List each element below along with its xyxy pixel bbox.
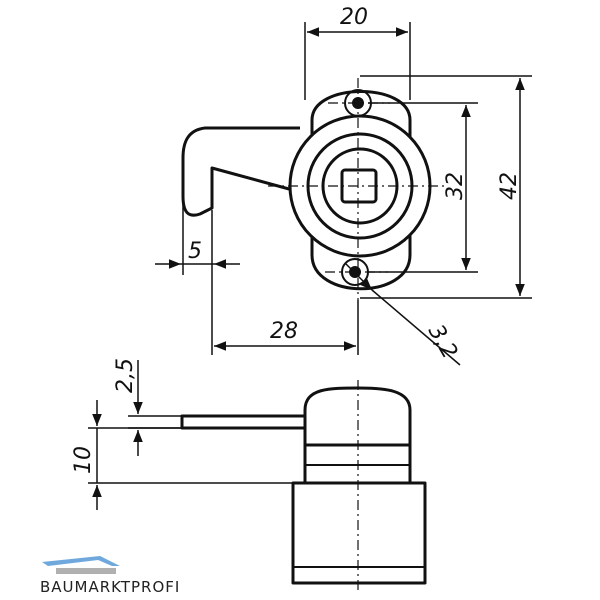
center-lines (268, 78, 445, 300)
dim-height-label: 42 (497, 172, 522, 200)
dim-offset-label: 10 (71, 446, 96, 474)
lock-tongue (181, 126, 301, 217)
logo-bar-icon (56, 568, 116, 574)
dim-hole-diameter-label: 3,2 (423, 321, 462, 364)
dim-thickness-label: 2,5 (113, 358, 138, 393)
top-view-dimensions (155, 22, 532, 366)
brand-name: BAUMARKTPROFI (40, 578, 180, 596)
side-view-dimensions (88, 360, 293, 510)
side-view (180, 386, 427, 585)
dim-tongue-label: 5 (188, 239, 202, 264)
brand-logo: BAUMARKTPROFI (40, 556, 180, 596)
logo-roof-icon (42, 556, 120, 566)
dim-width-label: 20 (340, 5, 368, 30)
top-view (181, 89, 432, 291)
dim-reach-label: 28 (270, 319, 298, 344)
side-cap (303, 386, 412, 447)
dim-hole-spacing-label: 32 (443, 172, 468, 200)
